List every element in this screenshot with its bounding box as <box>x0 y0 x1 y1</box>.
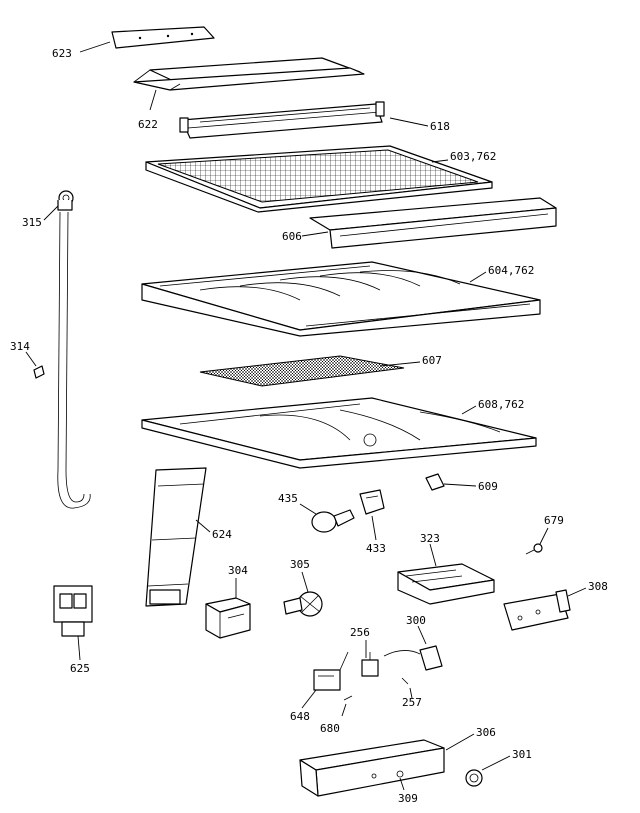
part-433-socket: 433 <box>359 489 386 555</box>
label-608: 608,762 <box>478 398 524 411</box>
part-624-panel: 624 <box>145 467 232 607</box>
part-301-knob: 301 <box>465 748 532 787</box>
part-256-relay: 256 <box>350 626 379 677</box>
part-257-clip: 257 <box>401 677 422 709</box>
label-624: 624 <box>212 528 232 541</box>
label-625: 625 <box>70 662 90 675</box>
part-603-shelf: 603,762 <box>145 145 496 213</box>
part-606-cover: 606 <box>282 197 557 249</box>
label-301: 301 <box>512 748 532 761</box>
part-304-box: 304 <box>205 564 251 639</box>
part-648-capacitor: 648 <box>290 651 349 723</box>
label-648: 648 <box>290 710 310 723</box>
label-257: 257 <box>402 696 422 709</box>
label-680: 680 <box>320 722 340 735</box>
label-314: 314 <box>10 340 30 353</box>
part-607-filter: 607 <box>199 354 442 387</box>
part-679-screw: 679 <box>525 514 564 555</box>
part-625-switch: 625 <box>53 585 93 675</box>
part-435-bulb: 435 <box>278 492 355 533</box>
label-618: 618 <box>430 120 450 133</box>
label-304: 304 <box>228 564 248 577</box>
part-609-bracket: 609 <box>425 473 498 493</box>
label-315: 315 <box>22 216 42 229</box>
part-604-tray: 604,762 <box>141 261 541 337</box>
part-306-base: 306 <box>299 726 496 797</box>
part-308-plate: 308 <box>503 580 608 631</box>
part-315-drain-tube: 315 <box>22 190 91 509</box>
part-314-clip: 314 <box>10 340 45 379</box>
part-305-timer: 305 <box>283 558 323 617</box>
label-604: 604,762 <box>488 264 534 277</box>
part-680-screw: 680 <box>320 695 353 735</box>
part-623-bracket: 623 <box>52 26 215 60</box>
label-256: 256 <box>350 626 370 639</box>
label-435: 435 <box>278 492 298 505</box>
part-309: 309 <box>398 777 418 805</box>
label-623: 623 <box>52 47 72 60</box>
part-618-rail: 618 <box>179 101 450 139</box>
part-300-overload: 300 <box>383 614 443 671</box>
label-609: 609 <box>478 480 498 493</box>
part-608-tray: 608,762 <box>141 397 537 469</box>
label-309: 309 <box>398 792 418 805</box>
label-603: 603,762 <box>450 150 496 163</box>
label-606: 606 <box>282 230 302 243</box>
label-323: 323 <box>420 532 440 545</box>
label-679: 679 <box>544 514 564 527</box>
label-622: 622 <box>138 118 158 131</box>
label-607: 607 <box>422 354 442 367</box>
label-306: 306 <box>476 726 496 739</box>
label-433: 433 <box>366 542 386 555</box>
part-323-control: 323 <box>397 532 495 605</box>
label-305: 305 <box>290 558 310 571</box>
label-308: 308 <box>588 580 608 593</box>
part-622-channel: 622 <box>133 57 365 131</box>
label-300: 300 <box>406 614 426 627</box>
